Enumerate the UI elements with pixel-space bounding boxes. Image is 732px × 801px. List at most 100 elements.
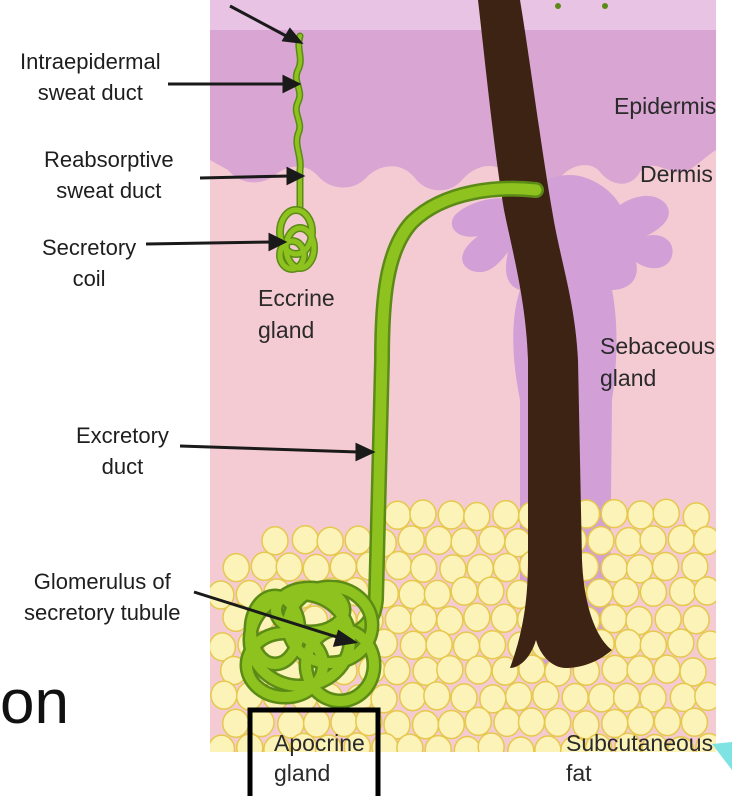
fat-cell — [588, 527, 614, 555]
fat-cell — [601, 500, 627, 528]
fat-cell — [464, 603, 490, 631]
fat-cell — [208, 735, 234, 763]
fat-cell — [400, 631, 426, 659]
fat-cell — [465, 707, 491, 735]
fat-cell — [292, 526, 318, 554]
fat-cell — [587, 579, 613, 607]
fat-cell — [615, 630, 641, 658]
fat-cell — [589, 684, 615, 712]
fat-cell — [262, 527, 288, 555]
fat-cell — [613, 578, 639, 606]
label-epidermis: Epidermis — [614, 90, 716, 122]
fat-cell — [398, 526, 424, 554]
fat-cell — [491, 604, 517, 632]
fat-cell — [478, 577, 504, 605]
fat-cell — [454, 736, 480, 764]
fat-cell — [494, 708, 520, 736]
fat-cell — [211, 681, 237, 709]
fat-cell — [330, 553, 356, 581]
fat-cell — [480, 631, 506, 659]
fat-cell — [653, 499, 679, 527]
fat-cell — [437, 656, 463, 684]
fat-cell — [628, 501, 654, 529]
fat-cell — [397, 734, 423, 762]
fat-cell — [479, 526, 505, 554]
fat-cell — [424, 580, 450, 608]
fat-cell — [518, 708, 544, 736]
fat-cell — [683, 606, 709, 634]
fat-cell — [654, 655, 680, 683]
slide-title-fragment: on — [0, 668, 69, 738]
fat-cell — [653, 552, 679, 580]
fat-cell — [426, 526, 452, 554]
fat-cell — [276, 553, 302, 581]
fat-cell — [251, 552, 277, 580]
fat-cell — [670, 578, 696, 606]
fat-cell — [385, 606, 411, 634]
arrow-reabsorptive — [200, 176, 290, 178]
fat-cell — [668, 629, 694, 657]
fat-cell — [424, 682, 450, 710]
fat-cell — [506, 682, 532, 710]
fat-cell — [616, 528, 642, 556]
fat-cell — [345, 526, 371, 554]
fat-cell — [478, 733, 504, 761]
accent-corner-shape — [712, 742, 732, 770]
fat-cell — [400, 683, 426, 711]
fat-cell — [680, 658, 706, 686]
fat-cell — [601, 554, 627, 582]
fat-cell — [411, 604, 437, 632]
fat-cell — [627, 656, 653, 684]
fat-cell — [601, 605, 627, 633]
fat-cell — [493, 501, 519, 529]
fat-cell — [535, 736, 561, 764]
fat-cell — [426, 631, 452, 659]
fat-cell — [410, 500, 436, 528]
fat-cell — [438, 710, 464, 738]
arrow-secretory-coil — [146, 242, 272, 244]
fat-cell — [465, 656, 491, 684]
fat-cell — [682, 553, 708, 581]
fat-cell — [670, 683, 696, 711]
fat-cell — [438, 501, 464, 529]
fat-cell — [303, 554, 329, 582]
fat-cell — [425, 736, 451, 764]
fat-cell — [451, 577, 477, 605]
fat-cell — [464, 503, 490, 531]
fat-cell — [493, 554, 519, 582]
fat-cell — [640, 526, 666, 554]
fat-cell — [694, 527, 720, 555]
fat-cell — [317, 527, 343, 555]
fat-cell — [384, 501, 410, 529]
fat-cell — [223, 709, 249, 737]
fat-cell — [602, 655, 628, 683]
fat-cell — [694, 577, 720, 605]
label-dermis: Dermis — [640, 158, 713, 190]
label-glomerulus: Glomerulus ofsecretory tubule — [24, 566, 181, 628]
fat-cell — [223, 554, 249, 582]
fat-cell — [533, 682, 559, 710]
fat-cell — [451, 528, 477, 556]
fat-cell — [508, 737, 534, 765]
fat-cell — [695, 682, 721, 710]
fat-cell — [640, 578, 666, 606]
fat-cell — [668, 525, 694, 553]
fat-cell — [385, 552, 411, 580]
fat-cell — [640, 631, 666, 659]
fat-cell — [413, 711, 439, 739]
fat-cell — [697, 631, 723, 659]
fat-cell — [614, 683, 640, 711]
fat-cell — [562, 683, 588, 711]
fat-cell — [411, 554, 437, 582]
fat-cell — [413, 657, 439, 685]
fat-cell — [384, 657, 410, 685]
